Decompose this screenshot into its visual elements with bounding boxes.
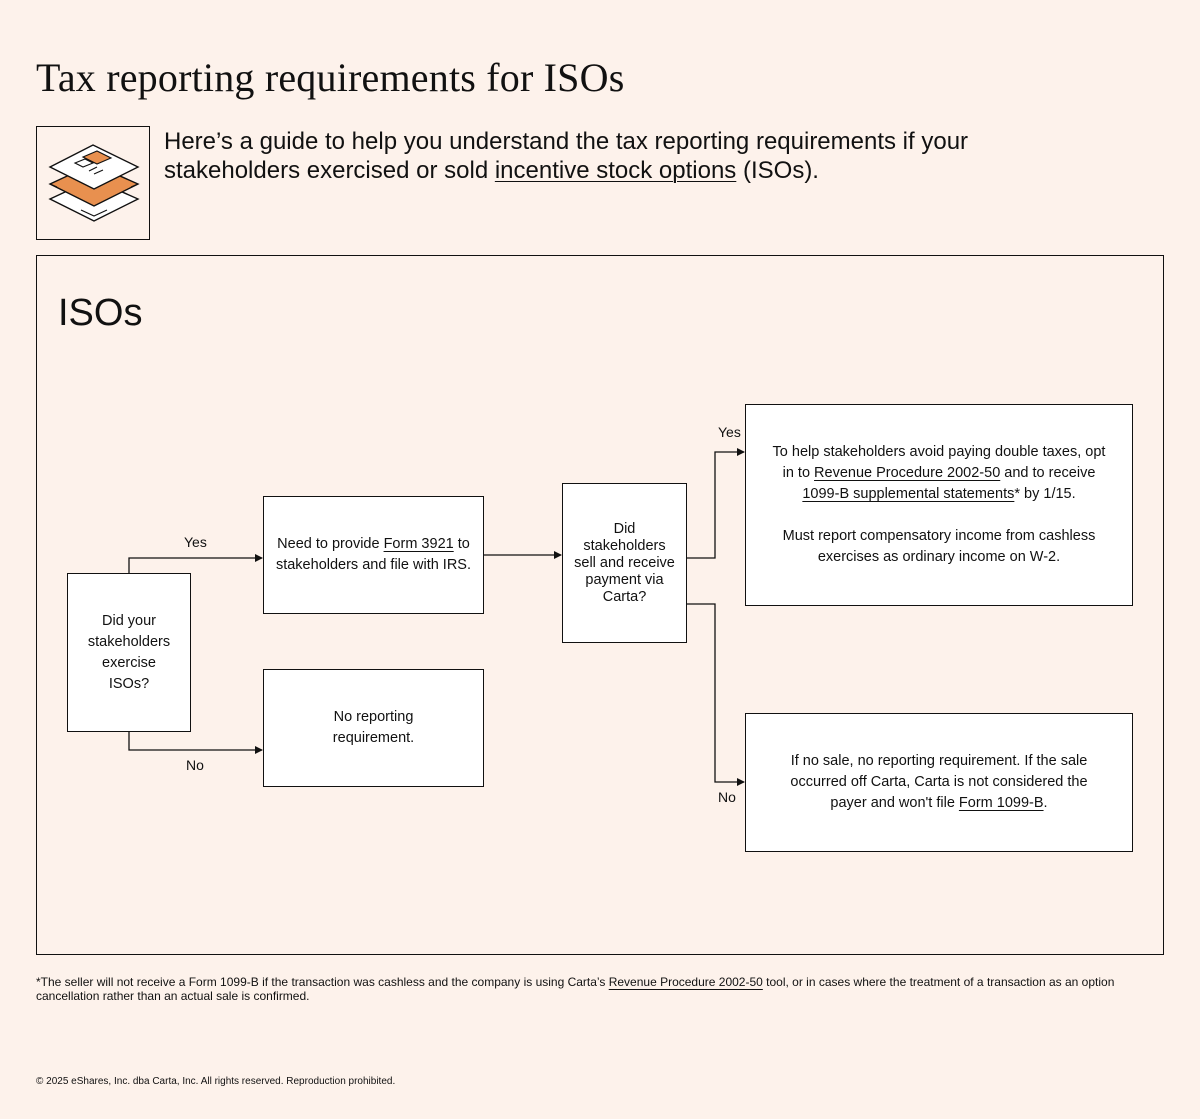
yes-result-node: To help stakeholders avoid paying double… xyxy=(745,404,1133,606)
footnote: *The seller will not receive a Form 1099… xyxy=(36,975,1156,1003)
section-title: ISOs xyxy=(58,292,143,334)
diagram-frame xyxy=(36,255,1164,955)
yes-result-paragraph-2: Must report compensatory income from cas… xyxy=(782,528,1096,565)
form-3921-link[interactable]: Form 3921 xyxy=(383,536,454,552)
arrow-yes-2 xyxy=(686,448,745,559)
footnote-before: *The seller will not receive a Form 1099… xyxy=(36,975,609,989)
no-result-node: If no sale, no reporting requirement. If… xyxy=(745,713,1133,852)
no-reporting-node: No reporting requirement. xyxy=(263,669,484,787)
supplemental-statements-link[interactable]: 1099-B supplemental statements xyxy=(802,486,1015,502)
exercise-question-node: Did your stakeholders exercise ISOs? xyxy=(67,573,191,732)
sell-question-node: Did stakeholders sell and receive paymen… xyxy=(562,483,687,643)
arrow-no-1 xyxy=(128,732,263,754)
yes-result-p1-middle: and to receive xyxy=(1000,465,1096,481)
page-title: Tax reporting requirements for ISOs xyxy=(36,55,625,100)
edge-label-yes-1: Yes xyxy=(184,534,207,550)
edge-label-no-2: No xyxy=(718,789,736,805)
edge-label-no-1: No xyxy=(186,757,204,773)
no-result-text: If no sale, no reporting requirement. If… xyxy=(780,751,1098,814)
yes-result-p1-after: * by 1/15. xyxy=(1014,486,1076,502)
provide-3921-node: Need to provide Form 3921 to stakeholder… xyxy=(263,496,484,614)
revenue-procedure-link[interactable]: Revenue Procedure 2002-50 xyxy=(814,465,1001,481)
no-result-before: If no sale, no reporting requirement. If… xyxy=(790,753,1088,811)
arrow-yes-1 xyxy=(128,554,263,573)
provide-3921-before: Need to provide xyxy=(277,536,384,552)
yes-result-paragraph-1: To help stakeholders avoid paying double… xyxy=(766,442,1112,505)
yes-result-p1-before: To help stakeholders avoid paying double… xyxy=(772,444,1106,481)
edge-label-yes-2: Yes xyxy=(718,424,741,440)
copyright: © 2025 eShares, Inc. dba Carta, Inc. All… xyxy=(36,1076,396,1087)
no-reporting-text: No reporting requirement. xyxy=(332,709,415,746)
stacked-documents-icon xyxy=(36,126,150,240)
sell-question-text: Did stakeholders sell and receive paymen… xyxy=(574,520,675,605)
provide-3921-after: to stakeholders and file with IRS. xyxy=(275,536,472,573)
intro-text: Here’s a guide to help you understand th… xyxy=(164,127,1064,185)
footnote-revenue-procedure-link[interactable]: Revenue Procedure 2002-50 xyxy=(608,975,763,989)
provide-3921-text: Need to provide Form 3921 to stakeholder… xyxy=(274,534,473,576)
intro-text-after: (ISOs). xyxy=(736,157,819,184)
intro-text-before: Here’s a guide to help you understand th… xyxy=(164,128,969,184)
footnote-after: tool, or in cases where the treatment of… xyxy=(36,975,1115,1003)
form-1099b-link[interactable]: Form 1099-B xyxy=(958,795,1044,811)
arrow-no-2 xyxy=(686,603,745,786)
incentive-stock-options-link[interactable]: incentive stock options xyxy=(494,157,737,184)
no-result-after: . xyxy=(1043,795,1048,811)
exercise-question-text: Did your stakeholders exercise ISOs? xyxy=(87,612,171,692)
